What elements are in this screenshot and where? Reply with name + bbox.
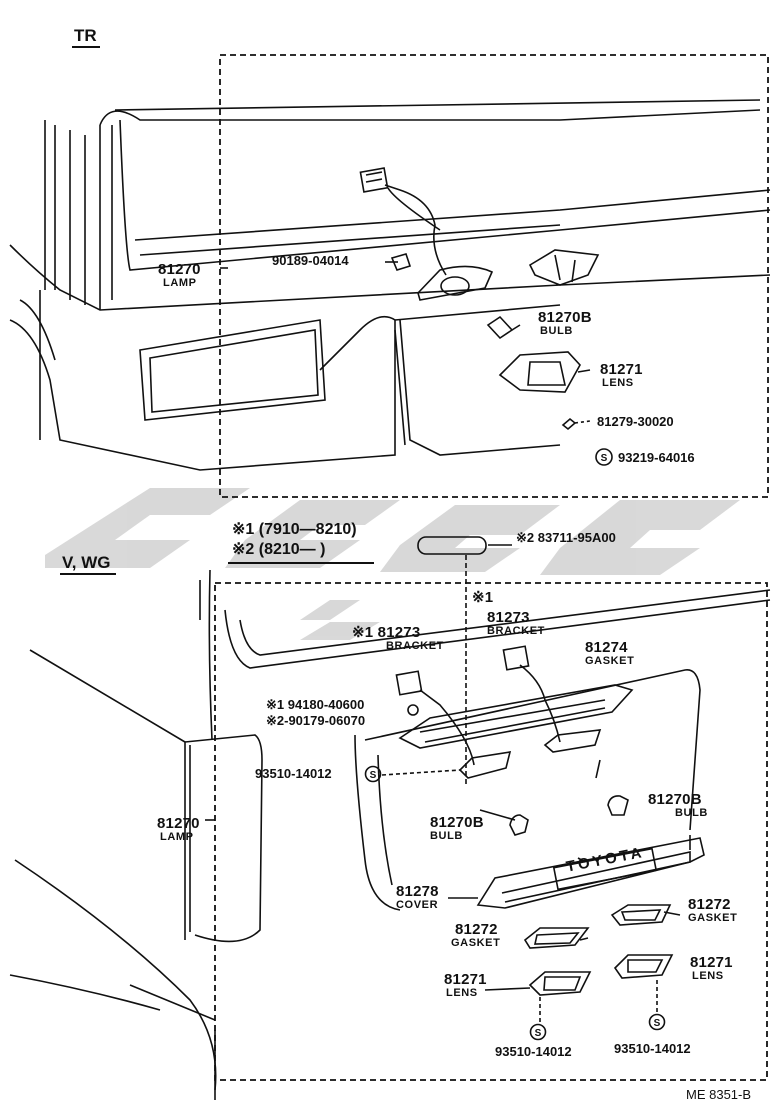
section-vwg-title: V, WG <box>62 553 111 572</box>
vwg-nut1-number: ※1 94180-40600 <box>266 697 365 712</box>
vwg-connector-r <box>502 645 530 671</box>
vwg-lamp-name: LAMP <box>160 831 194 843</box>
s-mark-lens-l: S <box>535 1028 542 1039</box>
vwg-gasket-r-name: GASKET <box>688 912 738 924</box>
note-2: ※2 (8210— ) <box>232 541 326 558</box>
vwg-lens-l-number: 81271 <box>444 971 487 988</box>
vwg-gasket-top-name: GASKET <box>585 655 635 667</box>
vwg-lens-r-number: 81271 <box>690 954 733 971</box>
vwg-bulb-l-name: BULB <box>430 830 463 842</box>
s-mark-vwg-screw: S <box>370 770 377 781</box>
vwg-gasket-r-number: 81272 <box>688 896 731 913</box>
vwg-gasket-l-number: 81272 <box>455 921 498 938</box>
vwg-cover <box>476 837 705 909</box>
vwg-bracket-r-number: 81273 <box>487 609 530 626</box>
tr-lamp-name: LAMP <box>163 277 197 289</box>
vwg-lens-l-name: LENS <box>446 987 478 999</box>
vwg-bulb-r <box>607 795 629 816</box>
tr-lens-name: LENS <box>602 377 634 389</box>
vwg-cover-emblem <box>552 847 658 891</box>
tr-screw2-number: 93219-64016 <box>618 450 695 465</box>
vwg-gasket-r <box>610 904 672 926</box>
vwg-lens-r-name: LENS <box>692 970 724 982</box>
vwg-lamp-r <box>543 729 602 753</box>
tr-detail-box <box>219 54 769 498</box>
tr-lamp-wire <box>384 184 447 276</box>
vwg-section <box>9 536 771 1100</box>
section-vwg-underline <box>60 573 116 575</box>
tr-body-outline <box>9 244 771 311</box>
vwg-tube-number: ※2 83711-95A00 <box>516 530 616 545</box>
vwg-tube <box>417 536 487 555</box>
vwg-connector-l <box>395 670 423 696</box>
vwg-bracket-r-mark: ※1 <box>472 589 494 606</box>
vwg-cover-name: COVER <box>396 899 439 911</box>
tr-bulb-name: BULB <box>540 325 573 337</box>
vwg-screw-number: 93510-14012 <box>255 766 332 781</box>
tr-lens-lower <box>498 351 581 393</box>
notes-underline <box>228 562 374 564</box>
tr-clip <box>561 417 577 431</box>
tr-bulb-number: 81270B <box>538 309 592 326</box>
section-tr-underline <box>72 46 100 48</box>
vwg-bracket-l-name: BRACKET <box>386 640 444 652</box>
tr-lamp-number: 81270 <box>158 261 201 278</box>
vwg-gasket-l <box>523 927 590 949</box>
tr-section <box>9 54 771 498</box>
s-mark-lens-r: S <box>654 1018 661 1029</box>
tr-clip-number: 81279-30020 <box>597 414 674 429</box>
vwg-bulb-l-number: 81270B <box>430 814 484 831</box>
vwg-detail-box <box>214 582 768 1081</box>
vwg-lamp-l <box>458 751 512 779</box>
tr-screw-number: 90189-04014 <box>272 253 349 268</box>
vwg-bracket-r-name: BRACKET <box>487 625 545 637</box>
tr-lens-number: 81271 <box>600 361 643 378</box>
vwg-bulb-r-name: BULB <box>675 807 708 819</box>
s-mark-tr-screw: S <box>601 453 608 464</box>
vwg-screw-l-number: 93510-14012 <box>495 1044 572 1059</box>
section-tr-title: TR <box>74 26 97 45</box>
tr-screw <box>390 253 412 271</box>
vwg-screw-r-number: 93510-14012 <box>614 1041 691 1056</box>
tr-lens-upper <box>528 249 600 286</box>
note-1: ※1 (7910—8210) <box>232 521 357 538</box>
vwg-gasket-top <box>398 684 634 749</box>
vwg-lens-r <box>613 954 674 979</box>
tr-connector <box>359 167 389 193</box>
vwg-lens-l <box>528 971 592 996</box>
vwg-bulb-l <box>509 814 529 836</box>
vwg-lamp-number: 81270 <box>157 815 200 832</box>
diagram-reference-code: ME 8351-B <box>686 1087 752 1102</box>
vwg-bracket-l-number: ※1 81273 <box>352 624 421 641</box>
s-markers <box>364 448 613 783</box>
vwg-nut2-number: ※2-90179-06070 <box>266 713 366 728</box>
vwg-gasket-top-number: 81274 <box>585 639 628 656</box>
vwg-cover-number: 81278 <box>396 883 439 900</box>
tr-bulb <box>486 315 514 340</box>
vwg-gasket-l-name: GASKET <box>451 937 501 949</box>
vwg-nut <box>407 704 419 716</box>
watermark-logo <box>45 488 740 640</box>
vwg-bulb-r-number: 81270B <box>648 791 702 808</box>
